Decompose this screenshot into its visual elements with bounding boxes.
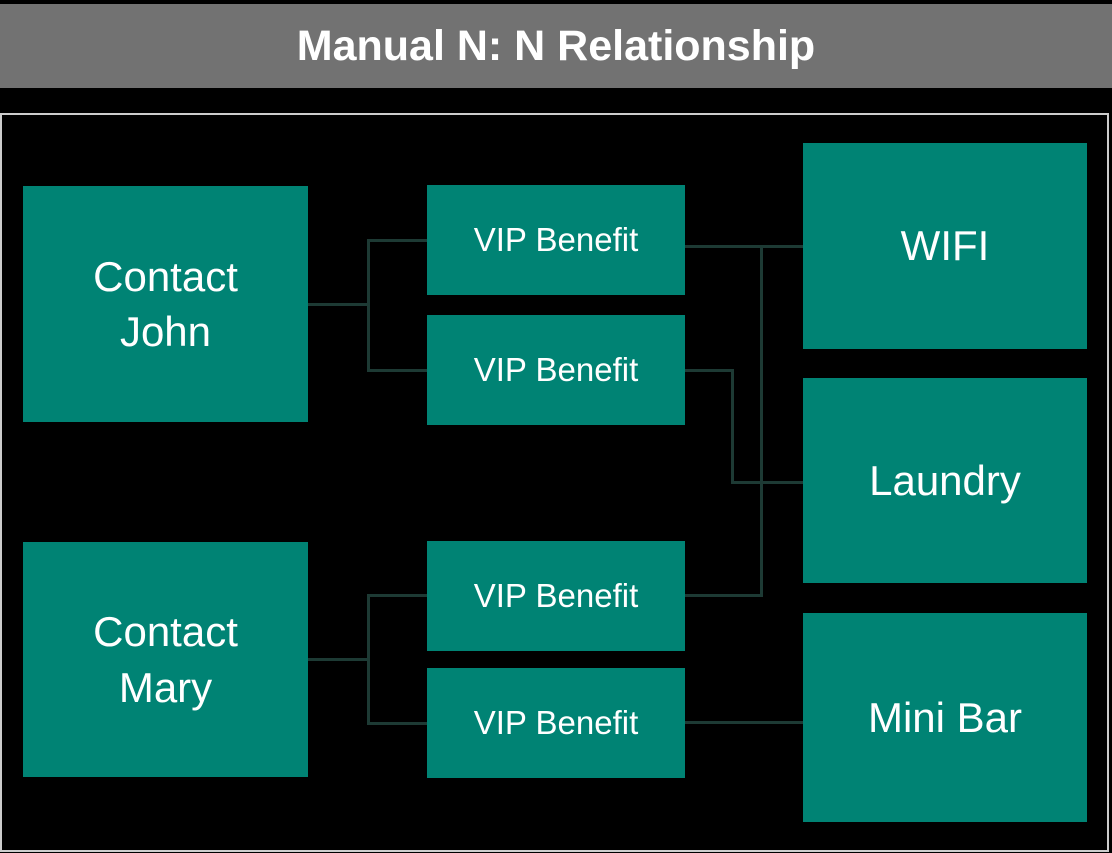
- connector-mary-to-vip4: [367, 722, 427, 725]
- node-contact-john: Contact John: [23, 186, 308, 422]
- connector-john-to-vip2: [367, 369, 427, 372]
- connector-vip3-out: [685, 594, 763, 597]
- node-contact-john-label: Contact John: [93, 252, 238, 355]
- connector-vip2-to-laundry: [731, 481, 803, 484]
- page-title: Manual N: N Relationship: [296, 21, 816, 70]
- connector-mary-to-vip3: [367, 594, 427, 597]
- node-vip-benefit-2: VIP Benefit: [427, 315, 685, 425]
- title-bar: Manual N: N Relationship: [0, 4, 1112, 88]
- diagram-frame: [0, 113, 1109, 852]
- node-vip-benefit-2-label: VIP Benefit: [473, 351, 639, 388]
- connector-vip1-to-wifi: [685, 245, 803, 248]
- node-wifi: WIFI: [803, 143, 1087, 349]
- connector-mary-branch-vertical: [367, 594, 370, 725]
- node-vip-benefit-3-label: VIP Benefit: [473, 577, 639, 614]
- node-wifi-label: WIFI: [900, 222, 990, 269]
- node-vip-benefit-4: VIP Benefit: [427, 668, 685, 778]
- node-vip-benefit-3: VIP Benefit: [427, 541, 685, 651]
- connector-john-to-vip1: [367, 239, 427, 242]
- connector-vip2-vertical: [731, 369, 734, 483]
- node-vip-benefit-4-label: VIP Benefit: [473, 704, 639, 741]
- connector-vip3-riser: [760, 245, 763, 597]
- connector-mary-trunk: [308, 658, 370, 661]
- node-laundry-label: Laundry: [869, 456, 1021, 504]
- connector-john-branch-vertical: [367, 239, 370, 372]
- node-laundry: Laundry: [803, 378, 1087, 583]
- node-contact-mary-label: Contact Mary: [93, 608, 238, 711]
- connector-john-trunk: [308, 303, 370, 306]
- connector-vip4-to-minibar: [685, 721, 803, 724]
- node-mini-bar: Mini Bar: [803, 613, 1087, 822]
- node-contact-mary: Contact Mary: [23, 542, 308, 777]
- node-vip-benefit-1-label: VIP Benefit: [473, 221, 639, 258]
- node-mini-bar-label: Mini Bar: [867, 693, 1023, 741]
- node-vip-benefit-1: VIP Benefit: [427, 185, 685, 295]
- connector-vip2-out: [685, 369, 734, 372]
